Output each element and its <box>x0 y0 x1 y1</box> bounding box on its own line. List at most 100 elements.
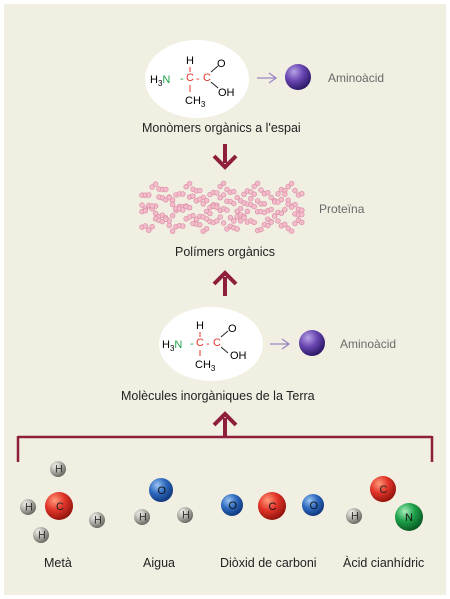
top-bond-c-o <box>210 65 219 73</box>
methane-hydrogen-atom <box>89 512 105 528</box>
protein-bead <box>285 183 291 190</box>
lower-formula-ellipse <box>159 307 263 381</box>
protein-bead <box>142 208 149 214</box>
protein-bead <box>142 223 149 229</box>
protein-bead <box>299 211 305 218</box>
protein-bead <box>292 220 298 227</box>
protein-bead <box>166 222 172 229</box>
protein-bead <box>234 226 240 232</box>
lower-reaction-arrow <box>270 338 291 350</box>
lower-bond-c-o <box>220 330 229 338</box>
protein-bead <box>166 194 172 201</box>
protein-label: Proteïna <box>319 202 365 216</box>
protein-bead <box>231 218 237 224</box>
protein-bead <box>292 187 298 194</box>
protein-bead <box>183 184 189 190</box>
protein-bead <box>214 204 220 210</box>
protein-bead <box>197 196 203 203</box>
hcn-hydrogen-atom <box>346 508 362 524</box>
lower-formula-bubble: H3N - C H CH3 - C O OH <box>159 307 263 381</box>
protein-bead <box>186 214 193 220</box>
lower-amine-group: H3N <box>162 339 182 353</box>
protein-bead <box>254 198 261 204</box>
lower-caption: Molècules inorgàniques de la Terra <box>121 389 315 403</box>
protein-bead <box>207 210 213 217</box>
protein-bead <box>261 209 268 216</box>
protein-bead <box>220 220 227 226</box>
protein-bead <box>180 207 186 213</box>
arrow-up-to-inorganic <box>212 411 238 437</box>
protein-polymer-chains <box>139 180 305 234</box>
protein-bead <box>288 204 295 210</box>
protein-bead <box>258 226 264 233</box>
top-carbonyl-oxygen: O <box>217 58 226 70</box>
top-hydroxyl-group: OH <box>218 87 235 99</box>
lower-methyl-group: CH3 <box>195 359 216 373</box>
protein-bead <box>214 218 220 224</box>
protein-bead <box>241 215 247 221</box>
protein-bead <box>288 228 295 234</box>
protein-bead <box>299 219 305 226</box>
protein-bead <box>227 215 234 221</box>
protein-bead <box>180 191 186 197</box>
arrow-down-to-polymers <box>212 144 238 170</box>
methane-carbon-atom <box>45 492 73 520</box>
protein-bead <box>261 201 268 207</box>
methane-h2-label: H <box>25 502 33 514</box>
methane-hydrogen-atom <box>20 499 36 515</box>
protein-bead <box>241 191 247 198</box>
lower-carboxyl-carbon: C <box>213 337 221 349</box>
protein-bead <box>152 210 159 217</box>
methane-h1-label: H <box>55 464 63 476</box>
protein-bead <box>237 218 244 224</box>
hcn-c-label: C <box>380 484 388 496</box>
lower-bond-c-oh <box>220 346 229 354</box>
co2-oxygen-atom <box>221 494 243 516</box>
protein-bead <box>285 201 291 208</box>
protein-bead <box>265 222 271 229</box>
protein-bead <box>217 195 223 201</box>
methane-hydrogen-atom <box>50 461 66 477</box>
molecules-bracket <box>16 435 434 462</box>
protein-bead <box>197 187 203 194</box>
methane-h4-label: H <box>38 530 46 542</box>
water-name: Aigua <box>143 556 175 570</box>
water-h2-label: H <box>182 510 190 522</box>
lower-bond-n-c: - <box>190 338 194 350</box>
protein-bead <box>139 202 145 208</box>
hcn-n-label: N <box>405 512 413 524</box>
protein-bead <box>146 227 152 233</box>
protein-bead <box>237 205 244 212</box>
protein-bead <box>288 180 295 187</box>
co2-molecule: O C O <box>221 492 324 520</box>
lower-bond-c-c: - <box>206 338 210 350</box>
top-aminoacid-sphere <box>285 64 311 90</box>
protein-bead <box>234 194 240 201</box>
hcn-name: Àcid cianhídric <box>343 556 425 570</box>
protein-bead <box>190 193 196 199</box>
protein-bead <box>217 214 223 220</box>
protein-bead <box>278 210 285 216</box>
protein-bead <box>214 190 220 196</box>
methane-hydrogen-atom <box>33 527 49 543</box>
protein-bead <box>282 191 288 197</box>
co2-carbon-atom <box>258 492 286 520</box>
protein-bead <box>275 218 281 224</box>
protein-bead <box>203 197 210 204</box>
top-carboxyl-carbon: C <box>203 72 211 84</box>
protein-bead <box>268 194 274 201</box>
middle-caption: Polímers orgànics <box>175 245 276 259</box>
hcn-molecule: C H N <box>346 476 423 531</box>
lower-alpha-carbon: C <box>196 337 204 349</box>
arrow-up-to-polymers <box>212 270 238 296</box>
top-formula-bubble: H3N - C H CH3 - C O OH <box>145 40 249 118</box>
top-aminoacid-label: Aminoàcid <box>328 71 385 85</box>
top-alpha-carbon: C <box>186 72 194 84</box>
methane-c-label: C <box>56 501 64 513</box>
protein-bead <box>169 201 176 208</box>
protein-bead <box>254 180 261 187</box>
protein-bead <box>163 216 169 222</box>
top-alpha-hydrogen: H <box>186 55 194 67</box>
lower-carbonyl-oxygen: O <box>228 323 237 335</box>
hcn-h-label: H <box>351 511 359 523</box>
